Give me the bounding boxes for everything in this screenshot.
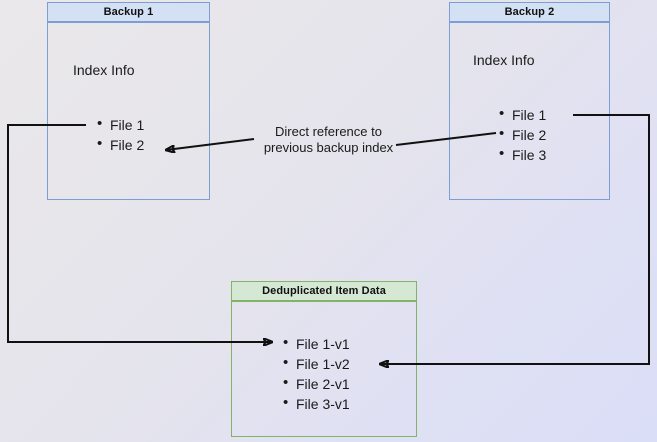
list-item: File 3-v1 — [283, 393, 350, 414]
backup2-file-list: File 1 File 2 File 3 — [497, 104, 546, 165]
dedup-header-label: Deduplicated Item Data — [262, 285, 386, 297]
list-item: File 1-v2 — [283, 353, 350, 374]
list-item: File 1-v1 — [283, 333, 350, 354]
list-item: File 1 — [97, 114, 144, 135]
backup1-index-info-label: Index Info — [73, 62, 135, 78]
backup1-header-label: Backup 1 — [103, 6, 154, 18]
list-item: File 3 — [499, 144, 546, 165]
dedup-header: Deduplicated Item Data — [231, 281, 417, 301]
direct-reference-note-line1: Direct reference to — [275, 124, 382, 139]
direct-reference-note: Direct reference to previous backup inde… — [247, 124, 410, 156]
backup1-body — [47, 22, 210, 200]
list-item: File 2 — [499, 124, 546, 145]
dedup-file-list: File 1-v1 File 1-v2 File 2-v1 File 3-v1 — [281, 333, 350, 414]
list-item: File 2-v1 — [283, 373, 350, 394]
direct-reference-note-line2: previous backup index — [263, 140, 394, 155]
list-item: File 2 — [97, 134, 144, 155]
backup2-header-label: Backup 2 — [504, 6, 555, 18]
backup2-header: Backup 2 — [449, 2, 610, 22]
backup1-file-list: File 1 File 2 — [95, 114, 144, 155]
backup1-header: Backup 1 — [47, 2, 210, 22]
dedup-body — [231, 301, 417, 437]
backup2-index-info-label: Index Info — [473, 52, 535, 68]
list-item: File 1 — [499, 104, 546, 125]
